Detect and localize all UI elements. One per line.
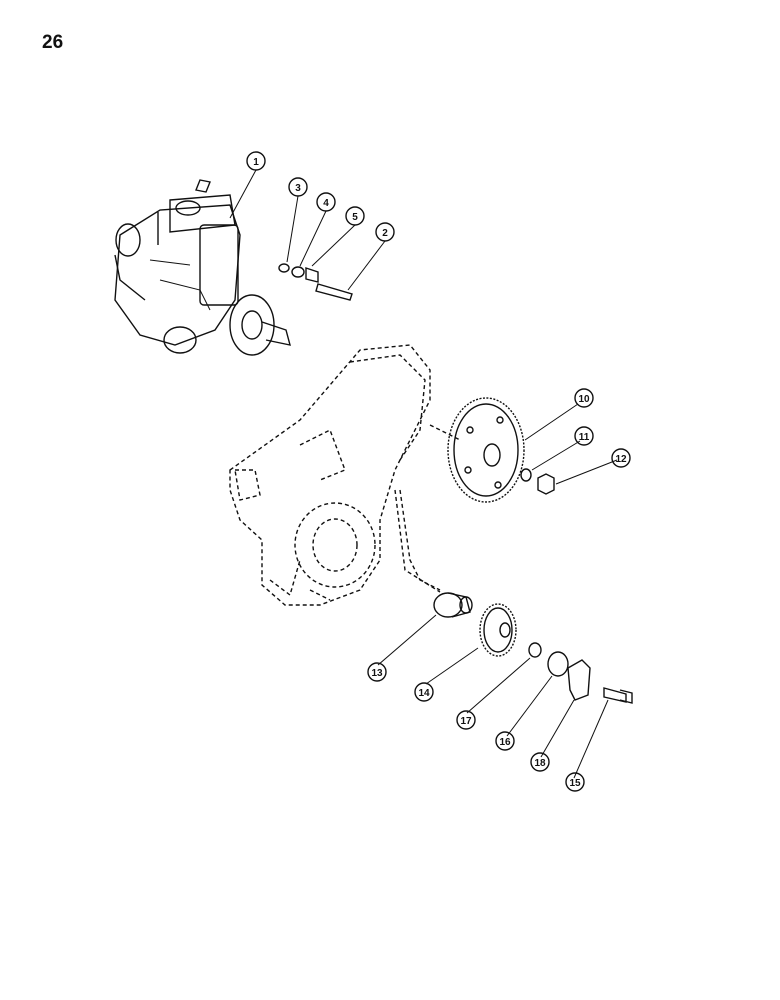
idler-gear	[479, 603, 517, 657]
callout-18: 15	[565, 772, 585, 792]
callout-12: 12	[611, 448, 631, 468]
alignment-line	[394, 489, 441, 593]
callout-label: 13	[371, 668, 383, 679]
pump-drive-gear	[447, 397, 525, 503]
pump-drive-parts	[278, 263, 353, 301]
gear-hub	[433, 592, 473, 618]
part-18-bolt	[603, 687, 633, 704]
callout-label: 11	[579, 432, 590, 443]
callout-13: 13	[367, 662, 387, 682]
callout-5: 5	[345, 206, 365, 226]
page-number: 26	[42, 32, 64, 53]
part-2-shaft	[315, 283, 353, 301]
part-4-washer	[291, 266, 305, 278]
callout-10: 10	[574, 388, 594, 408]
callout-label: 18	[534, 758, 546, 769]
callout-label: 4	[323, 198, 329, 209]
callout-label: 1	[253, 157, 259, 168]
timing-gear-housing	[229, 344, 441, 606]
callout-3: 3	[288, 177, 308, 197]
callout-17: 18	[530, 752, 550, 772]
callout-2: 2	[375, 222, 395, 242]
callout-label: 16	[499, 737, 511, 748]
callout-label: 3	[295, 183, 301, 194]
callout-label: 2	[382, 228, 388, 239]
part-5-nut	[305, 267, 319, 283]
callout-label: 17	[460, 716, 472, 727]
callout-label: 14	[418, 688, 430, 699]
callout-4: 4	[316, 192, 336, 212]
alignment-line	[429, 424, 461, 441]
part-12-nut	[537, 473, 555, 495]
part-11-washer	[520, 468, 532, 482]
callout-1: 1	[246, 151, 266, 171]
callout-label: 12	[615, 454, 627, 465]
part-15-plate	[547, 651, 569, 677]
callout-label: 5	[352, 212, 358, 223]
callout-label: 15	[569, 778, 581, 789]
callout-15: 16	[495, 731, 515, 751]
part-16-washer	[528, 642, 542, 658]
part-17-lock-plate	[567, 659, 591, 701]
injection-pump	[114, 179, 291, 356]
callout-label: 10	[578, 394, 590, 405]
callout-14: 14	[414, 682, 434, 702]
part-3-washer	[278, 263, 290, 273]
leader-lines	[229, 169, 618, 779]
callout-16: 17	[456, 710, 476, 730]
callout-11: 11	[574, 426, 594, 446]
